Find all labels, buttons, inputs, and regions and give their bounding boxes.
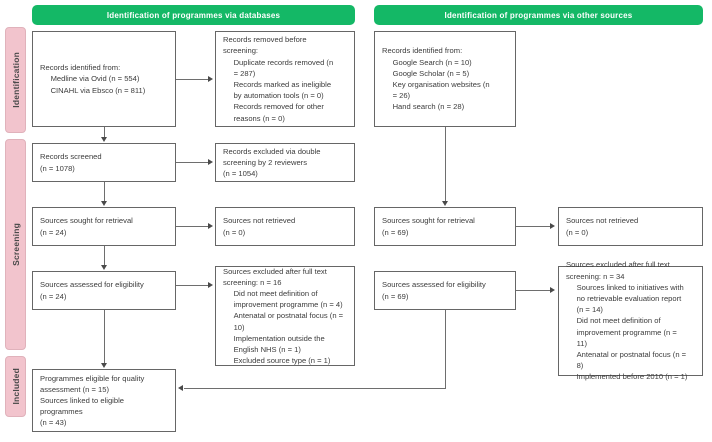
- box-records-removed-before-screening-text: Records removed before screening: Duplic…: [223, 35, 334, 123]
- arrowhead-identified-to-screened: [100, 137, 107, 142]
- box-records-screened: Records screened (n = 1078): [32, 143, 176, 182]
- box-sources-assessed-eligibility-databases-text: Sources assessed for eligibility (n = 24…: [40, 280, 144, 301]
- arrowhead-screened-to-excluded: [208, 158, 213, 165]
- box-sources-assessed-eligibility-databases: Sources assessed for eligibility (n = 24…: [32, 271, 176, 310]
- box-sources-assessed-eligibility-other-sources-text: Sources assessed for eligibility (n = 69…: [382, 280, 486, 301]
- box-records-excluded-double-screening: Records excluded via double screening by…: [215, 143, 355, 182]
- box-records-removed-before-screening: Records removed before screening: Duplic…: [215, 31, 355, 127]
- phase-label-screening: Screening: [10, 223, 21, 266]
- phase-label-identification: Identification: [10, 52, 21, 108]
- box-sources-excluded-fulltext-databases-text: Sources excluded after full text screeni…: [223, 266, 344, 366]
- box-sources-not-retrieved-other-sources: Sources not retrieved (n = 0): [558, 207, 703, 246]
- box-sources-not-retrieved-databases: Sources not retrieved (n = 0): [215, 207, 355, 246]
- box-sources-excluded-fulltext-databases: Sources excluded after full text screeni…: [215, 266, 355, 366]
- box-records-excluded-double-screening-text: Records excluded via double screening by…: [223, 146, 321, 179]
- box-sources-excluded-fulltext-other-sources-text: Sources excluded after full text screeni…: [566, 260, 688, 382]
- phase-label-included: Included: [10, 368, 21, 405]
- connector-identified-to-removed: [176, 79, 209, 80]
- connector-other-assessed-to-included: [184, 388, 446, 389]
- box-sources-not-retrieved-databases-text: Sources not retrieved (n = 0): [223, 216, 296, 237]
- connector-sought-to-not-retrieved-databases: [176, 226, 209, 227]
- box-included-programmes: Programmes eligible for quality assessme…: [32, 369, 176, 432]
- box-sources-not-retrieved-other-sources-text: Sources not retrieved (n = 0): [566, 216, 639, 237]
- connector-other-assessed-down: [445, 310, 446, 388]
- arrowhead-assessed-to-excluded-databases: [208, 281, 213, 288]
- section-header-other-sources: Identification of programmes via other s…: [374, 5, 703, 25]
- box-sources-sought-retrieval-databases: Sources sought for retrieval (n = 24): [32, 207, 176, 246]
- connector-assessed-to-excluded-other-sources: [516, 290, 551, 291]
- arrowhead-identified-to-removed: [208, 75, 213, 82]
- arrowhead-sought-to-assessed-databases: [100, 265, 107, 270]
- box-records-identified-databases-text: Records identified from: Medline via Ovi…: [40, 63, 146, 95]
- box-records-identified-other-sources-text: Records identified from: Google Search (…: [382, 46, 490, 112]
- connector-identified-to-screened: [104, 127, 105, 138]
- box-sources-sought-retrieval-other-sources: Sources sought for retrieval (n = 69): [374, 207, 516, 246]
- box-sources-assessed-eligibility-other-sources: Sources assessed for eligibility (n = 69…: [374, 271, 516, 310]
- phase-bar-screening: Screening: [5, 139, 26, 350]
- phase-bar-identification: Identification: [5, 27, 26, 133]
- box-records-screened-text: Records screened (n = 1078): [40, 152, 102, 173]
- connector-screened-to-sought: [104, 182, 105, 202]
- box-sources-excluded-fulltext-other-sources: Sources excluded after full text screeni…: [558, 260, 703, 381]
- connector-sought-to-assessed-databases: [104, 246, 105, 266]
- arrowhead-assessed-to-included-databases: [100, 363, 107, 368]
- phase-bar-included: Included: [5, 356, 26, 417]
- arrowhead-assessed-to-excluded-other-sources: [550, 286, 555, 293]
- box-included-programmes-text: Programmes eligible for quality assessme…: [40, 373, 145, 428]
- section-header-other-sources-label: Identification of programmes via other s…: [444, 10, 633, 20]
- connector-assessed-to-excluded-databases: [176, 285, 209, 286]
- box-records-identified-databases: Records identified from: Medline via Ovi…: [32, 31, 176, 127]
- connector-assessed-to-included-databases: [104, 310, 105, 364]
- section-header-databases-label: Identification of programmes via databas…: [106, 10, 281, 20]
- arrowhead-screened-to-sought: [100, 201, 107, 206]
- arrowhead-other-assessed-to-included: [178, 384, 183, 391]
- arrowhead-sought-to-not-retrieved-databases: [208, 222, 213, 229]
- box-sources-sought-retrieval-databases-text: Sources sought for retrieval (n = 24): [40, 216, 133, 237]
- connector-screened-to-excluded: [176, 162, 209, 163]
- connector-other-identified-to-sought: [445, 127, 446, 201]
- arrowhead-sought-to-not-retrieved-other-sources: [550, 222, 555, 229]
- section-header-databases: Identification of programmes via databas…: [32, 5, 355, 25]
- box-records-identified-other-sources: Records identified from: Google Search (…: [374, 31, 516, 127]
- box-sources-sought-retrieval-other-sources-text: Sources sought for retrieval (n = 69): [382, 216, 475, 237]
- arrowhead-other-identified-to-sought: [441, 201, 448, 206]
- connector-sought-to-not-retrieved-other-sources: [516, 226, 551, 227]
